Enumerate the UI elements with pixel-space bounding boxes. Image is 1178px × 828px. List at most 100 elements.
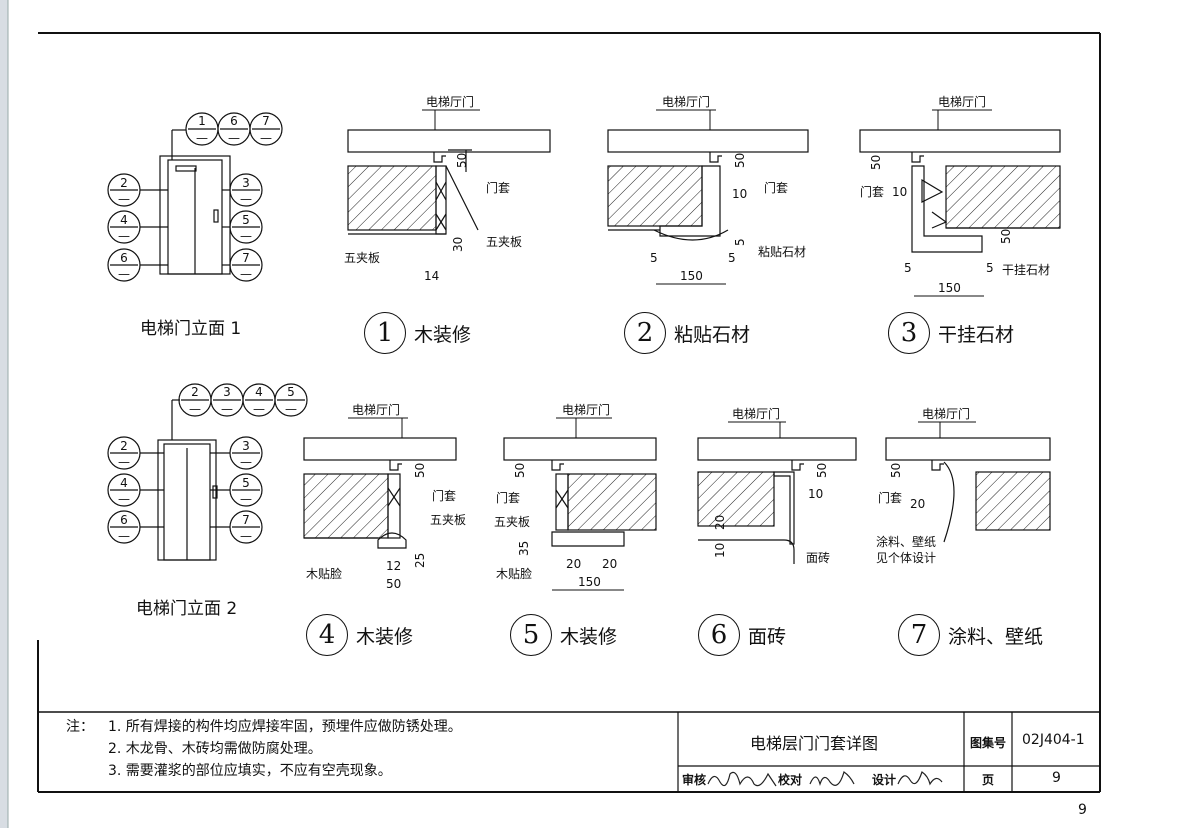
- svg-text:门套: 门套: [432, 488, 456, 503]
- svg-text:3: 3: [223, 385, 231, 399]
- svg-text:—: —: [240, 267, 252, 281]
- svg-text:12: 12: [386, 559, 401, 573]
- svg-text:—: —: [253, 402, 265, 416]
- detail-6-drawing: [697, 437, 857, 564]
- svg-text:—: —: [240, 229, 252, 243]
- svg-text:5: 5: [728, 251, 736, 265]
- svg-text:35: 35: [517, 541, 531, 556]
- detail-5-number: 5: [510, 614, 552, 656]
- atlas-label: 图集号: [970, 736, 1007, 750]
- detail-2-caption: 2 粘贴石材: [624, 312, 750, 354]
- detail-3-drawing: [859, 129, 1061, 253]
- detail-6-number: 6: [698, 614, 740, 656]
- svg-text:25: 25: [413, 553, 427, 568]
- svg-text:50: 50: [869, 155, 883, 170]
- page-label: 页: [982, 773, 995, 787]
- svg-text:4: 4: [120, 213, 128, 227]
- svg-text:20: 20: [602, 557, 617, 571]
- detail-6-name: 面砖: [748, 625, 787, 648]
- svg-text:门套: 门套: [764, 180, 788, 195]
- svg-text:五夹板: 五夹板: [430, 513, 466, 527]
- svg-text:电梯厅门: 电梯厅门: [426, 94, 474, 109]
- svg-text:20: 20: [910, 497, 925, 511]
- svg-text:—: —: [118, 192, 130, 206]
- svg-text:—: —: [240, 529, 252, 543]
- svg-text:—: —: [240, 492, 252, 506]
- svg-text:电梯厅门: 电梯厅门: [938, 94, 986, 109]
- notes-block: 注：1. 所有焊接的构件均应焊接牢固，预埋件应做防锈处理。 2. 木龙骨、木砖均…: [66, 716, 462, 782]
- svg-text:50: 50: [815, 463, 829, 478]
- notes-item-2: 2. 木龙骨、木砖均需做防腐处理。: [108, 741, 322, 757]
- detail-1-drawing: [347, 129, 551, 235]
- svg-text:—: —: [285, 402, 297, 416]
- page-footer-number: 9: [1078, 802, 1087, 818]
- detail-7-number: 7: [898, 614, 940, 656]
- detail-3-number: 3: [888, 312, 930, 354]
- svg-text:5: 5: [650, 251, 658, 265]
- elevation-2-drawing: [157, 399, 218, 561]
- svg-text:4: 4: [120, 476, 128, 490]
- detail-6-labels: 电梯厅门 面砖 50 10 20 10: [713, 406, 830, 565]
- notes-item-1: 注：1. 所有焊接的构件均应焊接牢固，预埋件应做防锈处理。: [66, 716, 462, 738]
- svg-text:—: —: [189, 402, 201, 416]
- detail-5-caption: 5 木装修: [510, 614, 617, 656]
- svg-text:50: 50: [413, 463, 427, 478]
- svg-text:电梯厅门: 电梯厅门: [662, 94, 710, 109]
- svg-text:面砖: 面砖: [806, 550, 830, 565]
- svg-text:—: —: [240, 192, 252, 206]
- svg-text:7: 7: [242, 251, 250, 265]
- svg-text:涂料、壁纸: 涂料、壁纸: [876, 534, 936, 549]
- detail-3-name: 干挂石材: [938, 323, 1015, 346]
- elevation-2-callouts: [107, 383, 308, 544]
- detail-4-labels: 电梯厅门 门套 五夹板 木贴脸 50 25 12 50: [306, 402, 466, 591]
- svg-text:干挂石材: 干挂石材: [1002, 263, 1050, 277]
- svg-text:木贴脸: 木贴脸: [306, 567, 342, 581]
- detail-7-name: 涂料、壁纸: [948, 625, 1044, 648]
- svg-text:电梯厅门: 电梯厅门: [562, 402, 610, 417]
- svg-text:—: —: [221, 402, 233, 416]
- elevation-1-callouts: [107, 112, 283, 282]
- svg-text:—: —: [118, 267, 130, 281]
- svg-text:—: —: [196, 131, 208, 145]
- drawing-title: 电梯层门门套详图: [750, 734, 879, 753]
- svg-text:10: 10: [892, 185, 907, 199]
- svg-text:电梯厅门: 电梯厅门: [732, 406, 780, 421]
- detail-2-drawing: [607, 129, 809, 241]
- svg-text:5: 5: [242, 213, 250, 227]
- detail-5-labels: 电梯厅门 门套 五夹板 木贴脸 50 35 20 20 150: [494, 402, 624, 591]
- detail-5-name: 木装修: [560, 625, 618, 648]
- svg-text:粘贴石材: 粘贴石材: [758, 244, 806, 259]
- svg-text:电梯厅门: 电梯厅门: [922, 406, 970, 421]
- svg-text:五夹板: 五夹板: [486, 235, 522, 249]
- elevation-1-drawing: [159, 129, 231, 275]
- signatures: [707, 771, 943, 787]
- svg-text:—: —: [260, 131, 272, 145]
- svg-text:2: 2: [120, 439, 128, 453]
- detail-4-name: 木装修: [356, 625, 414, 648]
- svg-text:150: 150: [938, 281, 961, 295]
- svg-text:—: —: [118, 455, 130, 469]
- svg-text:150: 150: [680, 269, 703, 283]
- detail-1-labels: 电梯厅门 门套 五夹板 五夹板 14 50 30: [344, 94, 522, 283]
- svg-text:7: 7: [242, 513, 250, 527]
- svg-text:五夹板: 五夹板: [344, 251, 380, 265]
- svg-text:10: 10: [808, 487, 823, 501]
- svg-text:6: 6: [120, 513, 128, 527]
- svg-text:木贴脸: 木贴脸: [496, 567, 532, 581]
- svg-text:20: 20: [713, 515, 727, 530]
- scan-margin: [0, 0, 8, 828]
- detail-2-number: 2: [624, 312, 666, 354]
- sheet-frame: [37, 32, 1101, 793]
- elevation-1-callout-numbers: 1 6 7 — — — 2 4 6 — — — 3 5 7 — — —: [118, 114, 272, 281]
- svg-text:20: 20: [566, 557, 581, 571]
- svg-text:10: 10: [713, 543, 727, 558]
- detail-1-caption: 1 木装修: [364, 312, 471, 354]
- svg-text:—: —: [118, 229, 130, 243]
- detail-5-drawing: [503, 437, 657, 547]
- elevation-2-title: 电梯门立面 2: [136, 599, 238, 619]
- detail-3-caption: 3 干挂石材: [888, 312, 1014, 354]
- detail-4-caption: 4 木装修: [306, 614, 413, 656]
- svg-text:50: 50: [733, 153, 747, 168]
- svg-text:5: 5: [733, 238, 747, 246]
- detail-4-number: 4: [306, 614, 348, 656]
